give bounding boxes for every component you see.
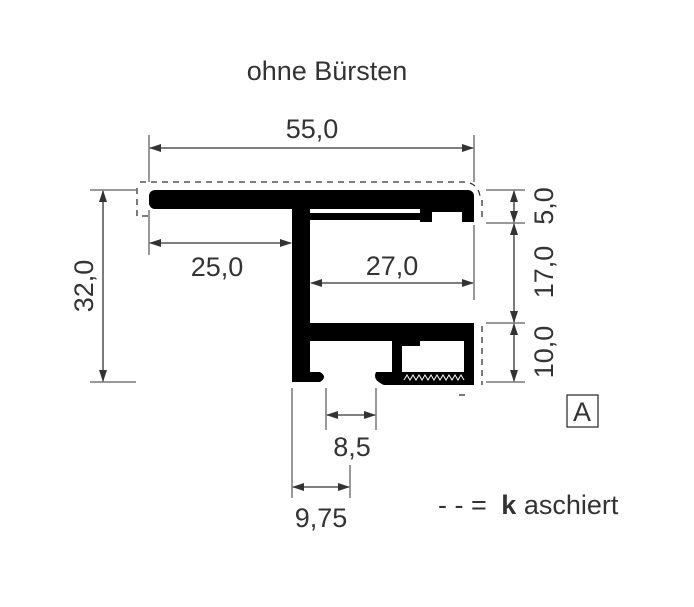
diagram-title: ohne Bürsten: [247, 56, 408, 86]
dimension-overall-width: 55,0: [148, 114, 475, 182]
label-top-height: 5,0: [529, 187, 559, 225]
label-inner-width: 27,0: [366, 251, 419, 281]
label-overall-width: 55,0: [286, 114, 339, 144]
legend-rest: aschiert: [524, 490, 619, 520]
dimension-left-flange: 25,0: [148, 210, 292, 282]
laminated-edges: [136, 181, 483, 396]
label-overall-height: 32,0: [69, 260, 99, 313]
dimension-slot-width: 8,5: [325, 388, 377, 462]
section-label-box: A: [566, 394, 599, 428]
legend: - - = k aschiert: [438, 490, 619, 520]
legend-bold-letter: k: [501, 490, 517, 520]
label-slot-offset: 9,75: [295, 503, 348, 533]
dimension-overall-height: 32,0: [69, 189, 136, 383]
dimension-right-heights: 5,0 17,0 10,0: [486, 187, 559, 383]
label-left-flange: 25,0: [191, 252, 244, 282]
label-middle-height: 17,0: [529, 246, 559, 299]
label-bottom-height: 10,0: [529, 326, 559, 379]
serration-teeth: [403, 374, 465, 381]
aluminium-profile: [149, 190, 474, 385]
label-slot-width: 8,5: [333, 432, 371, 462]
dimension-inner-width: 27,0: [310, 225, 475, 300]
svg-text:- - = k aschiert: - - = k aschiert: [438, 490, 619, 520]
legend-dashes: - - =: [438, 490, 487, 520]
section-label: A: [573, 397, 591, 427]
dimension-slot-offset: 9,75: [291, 388, 351, 533]
